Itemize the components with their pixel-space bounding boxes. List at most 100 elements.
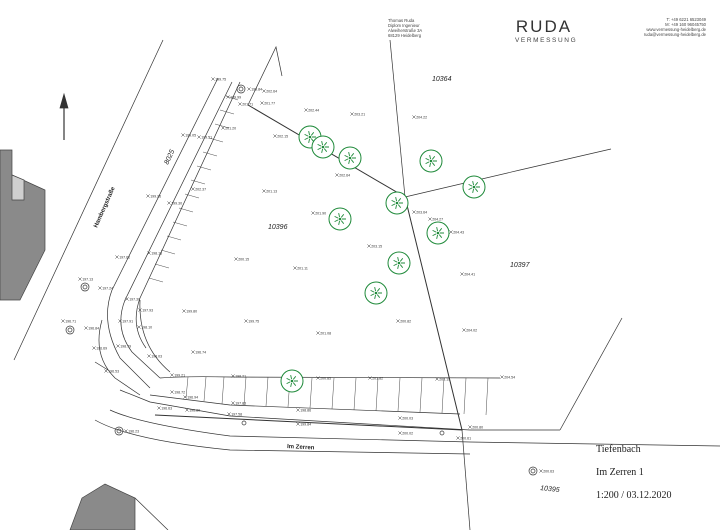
spot-height-label: 199.75 (248, 319, 259, 323)
tree-icon (419, 149, 443, 173)
spot-height-label: 198.86 (300, 408, 311, 412)
im-zerren-road-edge (94, 419, 471, 455)
spot-height-label: 200.03 (402, 416, 413, 420)
spot-height: 199.84 (247, 87, 262, 91)
spot-height-label: 202.64 (266, 89, 277, 93)
spot-height-label: 202.44 (308, 108, 319, 112)
spot-height-marker (146, 194, 150, 198)
spot-height-marker (183, 395, 187, 399)
spot-height-marker (191, 350, 195, 354)
spot-height: 197.13 (78, 277, 93, 281)
spot-height: 197.58 (227, 412, 242, 416)
spot-height-marker (500, 375, 504, 379)
spot-height: 196.84 (84, 326, 99, 330)
boundary-stone (528, 466, 538, 476)
spot-height-marker (170, 390, 174, 394)
spot-height-label: 198.10 (141, 325, 152, 329)
tree-icon (426, 221, 450, 245)
spot-height-marker (84, 326, 88, 330)
spot-height-marker (182, 309, 186, 313)
spot-height: 199.51 (197, 135, 212, 139)
spot-height-label: 198.15 (151, 251, 162, 255)
spot-height-marker (137, 325, 141, 329)
building-inner-left (11, 174, 25, 201)
boundary-stone (439, 430, 445, 436)
spot-height: 197.83 (231, 401, 246, 405)
spot-height-label: 202.64 (339, 173, 350, 177)
spot-height-marker (125, 297, 129, 301)
spot-height: 198.21 (231, 374, 246, 378)
parcel-10364-east-line (404, 148, 612, 198)
spot-height-marker (211, 77, 215, 81)
surveyor-line: Alweiherstraße 3A (388, 28, 423, 33)
spot-height-label: 197.58 (231, 412, 242, 416)
spot-height-marker (398, 416, 402, 420)
spot-height: 201.11 (293, 266, 308, 270)
spot-height-marker (221, 126, 225, 130)
parcel-10364-north-curve (389, 39, 406, 198)
title-place: Tiefenbach (596, 444, 641, 455)
spot-height-marker (185, 408, 189, 412)
spot-height-label: 203.64 (416, 210, 427, 214)
tree-icon (328, 207, 352, 231)
hamberg-street-line-east (107, 77, 219, 389)
spot-height-label: 203.19 (439, 377, 450, 381)
ruda-logo: RUDA VERMESSUNG (515, 18, 578, 45)
south-wall-top (159, 376, 501, 379)
spot-height: 198.15 (147, 251, 162, 255)
spot-height: 198.86 (296, 408, 311, 412)
hamberg-curb-inner (120, 81, 233, 379)
spot-height-marker (311, 211, 315, 215)
spot-height-label: 199.84 (300, 422, 311, 426)
spot-height-marker (147, 251, 151, 255)
boundary-stone (530, 468, 536, 474)
logo-subtitle: VERMESSUNG (515, 37, 578, 44)
spot-height-label: 198.79 (120, 344, 131, 348)
spot-height-label: 199.75 (215, 77, 226, 81)
spot-height-marker (468, 425, 472, 429)
boundary-stone (236, 84, 246, 94)
spot-height-label: 201.11 (297, 266, 308, 270)
spot-height: 201.71 (238, 102, 253, 106)
spot-height: 202.64 (335, 173, 350, 177)
spot-height-label: 196.94 (187, 395, 198, 399)
spot-height-marker (116, 344, 120, 348)
spot-height-label: 196.23 (128, 429, 139, 433)
spot-height-marker (435, 377, 439, 381)
parcel-label-10397: 10397 (510, 262, 531, 269)
spot-height: 198.79 (116, 344, 131, 348)
boundary-stone (238, 86, 244, 92)
spot-height: 196.71 (61, 319, 76, 323)
street-parcel-8025: 8025 (163, 149, 176, 166)
spot-height-marker (197, 135, 201, 139)
spot-height: 203.64 (412, 210, 427, 214)
spot-height-marker (138, 308, 142, 312)
spot-height-marker (335, 173, 339, 177)
spot-height-marker (231, 401, 235, 405)
spot-height: 197.91 (118, 319, 133, 323)
spot-height-label: 196.80 (189, 408, 200, 412)
spot-height: 200.02 (398, 431, 413, 435)
spot-height-marker (227, 412, 231, 416)
spot-height-label: 203.21 (354, 112, 365, 116)
south-wall-ticks (185, 376, 489, 416)
parcel-10364-north-line (247, 45, 283, 106)
spot-height-label: 199.05 (185, 133, 196, 137)
spot-height-label: 200.61 (460, 436, 471, 440)
tree-icon (280, 369, 304, 393)
surveyor-line: Diplom Ingenieur (388, 23, 420, 28)
parcel-10395-line (461, 429, 471, 530)
spot-height: 204.22 (412, 115, 427, 119)
spot-height-label: 201.90 (315, 211, 326, 215)
spot-height-marker (260, 101, 264, 105)
spot-height: 199.75 (211, 77, 226, 81)
spot-height-marker (262, 189, 266, 193)
spot-height-marker (167, 201, 171, 205)
spot-height-label: 198.03 (151, 354, 162, 358)
boundary-stone (67, 327, 73, 333)
spot-height-label: 204.22 (416, 115, 427, 119)
spot-height: 200.85 (316, 376, 331, 380)
curb-steps (148, 95, 239, 283)
title-scale-date: 1:200 / 03.12.2020 (596, 490, 672, 501)
